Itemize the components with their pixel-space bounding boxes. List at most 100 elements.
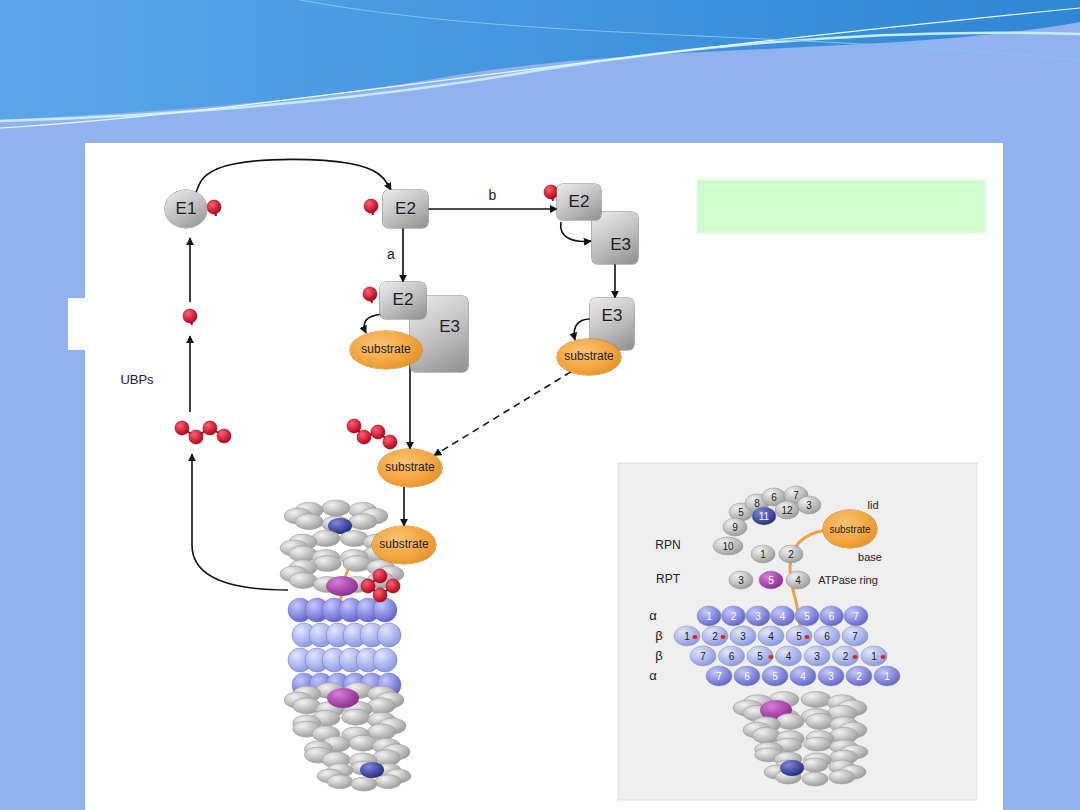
- proteasome-subunit: [861, 646, 887, 666]
- part-label: lid: [867, 499, 878, 511]
- regulatory-subunit: [295, 514, 323, 530]
- reaction-arrow: [614, 264, 616, 298]
- subunit-number: 3: [740, 631, 746, 642]
- subunit-number: 11: [759, 511, 769, 522]
- subunit-number: 3: [738, 575, 744, 586]
- proteasome-subunit: [820, 606, 844, 626]
- ubiquitin: [386, 579, 400, 593]
- subunit-number: 2: [843, 651, 849, 662]
- ubiquitin: [373, 588, 387, 602]
- substrate-oval: substrate: [350, 331, 422, 369]
- proteasome-subunit: [844, 606, 868, 626]
- regulatory-subunit: [776, 713, 804, 729]
- reaction-arrow: [402, 228, 404, 282]
- regulatory-subunit: [349, 514, 377, 530]
- ubiquitin: [175, 421, 189, 435]
- arrow: [561, 222, 591, 241]
- header-wave: [0, 0, 1080, 120]
- part-label: UBPs: [120, 373, 153, 387]
- substrate-oval: substrate: [372, 526, 436, 564]
- core-subunit: [373, 598, 397, 622]
- proteasome-subunit: [734, 666, 760, 686]
- subunit-number: 7: [852, 631, 858, 642]
- subunit-number: 2: [788, 549, 794, 560]
- subunit-number: 4: [800, 671, 806, 682]
- subunit-number: 5: [738, 507, 744, 518]
- proteasome-subunit: [722, 606, 746, 626]
- proteasome-subunit: [690, 646, 716, 666]
- subunit-number: 1: [706, 611, 712, 622]
- part-label: β: [655, 629, 662, 643]
- part-label: α: [649, 669, 657, 683]
- subunit-number: 4: [768, 631, 774, 642]
- ubiquitin: [207, 200, 221, 214]
- node-label: E3: [602, 307, 623, 326]
- subunit-number: 5: [796, 631, 802, 642]
- proteasome-subunit: [771, 606, 795, 626]
- node-label: substrate: [385, 461, 434, 474]
- arrow: [574, 319, 590, 340]
- subunit-number: 2: [712, 631, 718, 642]
- subunit-number: 7: [853, 611, 859, 622]
- node-label: substrate: [829, 524, 870, 535]
- regulatory-subunit: [322, 500, 350, 516]
- subunit-number: 12: [781, 505, 792, 516]
- ubiquitin: [363, 287, 377, 301]
- part-label: ATPase ring: [818, 574, 878, 586]
- subunit-number: 4: [786, 651, 792, 662]
- subunit-number: 9: [732, 522, 738, 533]
- proteasome-subunit: [795, 606, 819, 626]
- ubiquitin: [364, 199, 378, 213]
- subunit-number: 5: [768, 575, 774, 586]
- subunit-number: 6: [824, 631, 830, 642]
- ubiquitin: [347, 419, 361, 433]
- figure-panel: [85, 143, 1003, 810]
- ubiquitin: [217, 429, 231, 443]
- enzyme-box: E2: [380, 282, 426, 319]
- proteasome-subunit: [702, 626, 728, 646]
- subunit-number: 5: [772, 671, 778, 682]
- proteasome-subunit: [775, 501, 799, 519]
- subunit-number: 6: [829, 611, 835, 622]
- proteasome-subunit: [786, 571, 810, 589]
- proteasome-subunit: [776, 646, 802, 666]
- pathway-label: a: [387, 247, 395, 262]
- subunit-number: 3: [806, 500, 812, 511]
- proteasome-subunit: [786, 626, 812, 646]
- subunit-number: 2: [856, 671, 862, 682]
- part-label: RPN: [655, 539, 680, 552]
- subunit-number: 4: [780, 611, 786, 622]
- active-site: [721, 635, 726, 639]
- reaction-arrow: [434, 372, 571, 456]
- part-label: α: [649, 609, 657, 623]
- arrow: [192, 454, 288, 590]
- regulatory-subunit: [752, 727, 780, 743]
- regulatory-subunit: [801, 691, 831, 707]
- enzyme-box: E3: [592, 212, 638, 264]
- proteasome-subunit: [758, 626, 784, 646]
- proteasome-subunit: [713, 537, 743, 555]
- regulatory-subunit: [351, 777, 377, 791]
- subunit-number: 1: [760, 549, 766, 560]
- ubiquitin: [357, 430, 371, 444]
- atpase-subunit: [326, 576, 358, 596]
- active-site: [769, 655, 774, 659]
- subunit-number: 5: [757, 651, 763, 662]
- enzyme-oval: E1: [165, 190, 207, 228]
- wave-line: [300, 0, 1080, 60]
- subunit-number: 8: [754, 498, 760, 509]
- regulatory-subunit: [802, 772, 828, 786]
- lid-subunit: [780, 760, 804, 776]
- ubiquitin: [371, 425, 385, 439]
- node-label: substrate: [361, 343, 410, 356]
- proteasome-subunit: [759, 571, 783, 589]
- arrow: [189, 336, 191, 412]
- proteasome-subunit: [804, 646, 830, 666]
- substrate-oval: substrate: [557, 339, 621, 375]
- proteasome-subunit: [846, 666, 872, 686]
- subunit-number: 3: [828, 671, 834, 682]
- proteasome-subunit: [697, 606, 721, 626]
